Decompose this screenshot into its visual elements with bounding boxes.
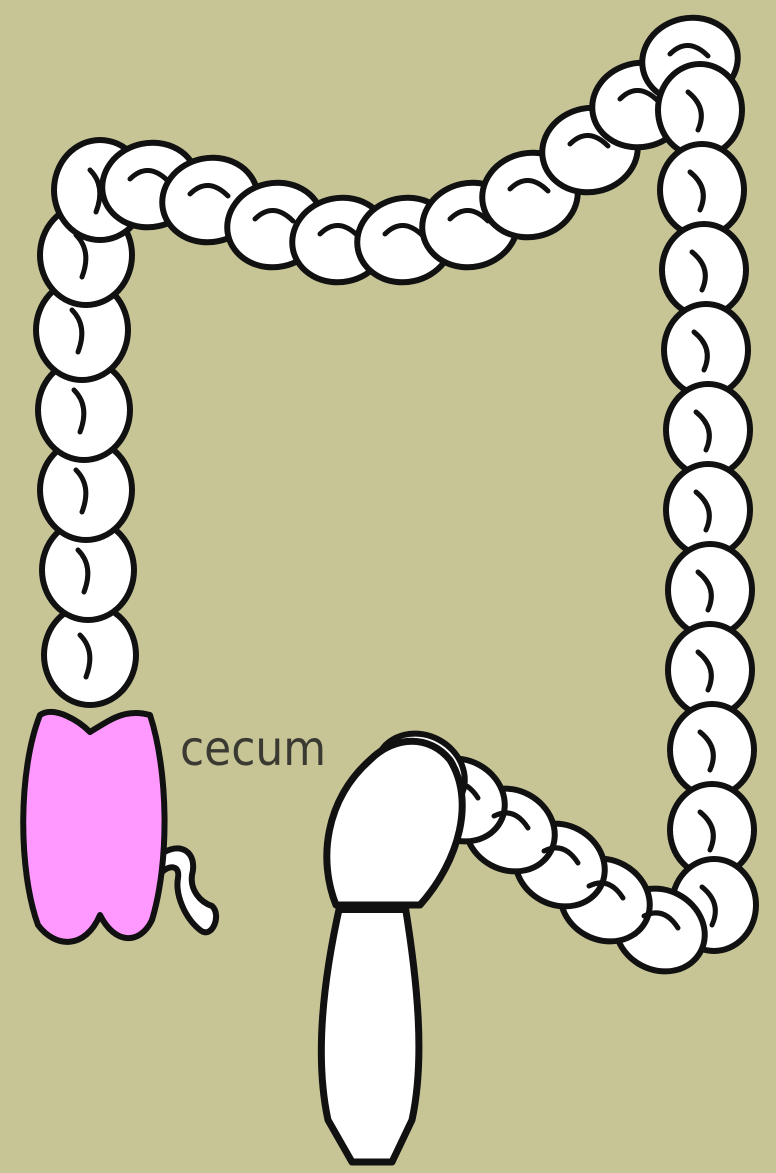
rectum xyxy=(321,905,419,1162)
cecum xyxy=(23,712,164,942)
cecum-label: cecum xyxy=(180,721,326,777)
